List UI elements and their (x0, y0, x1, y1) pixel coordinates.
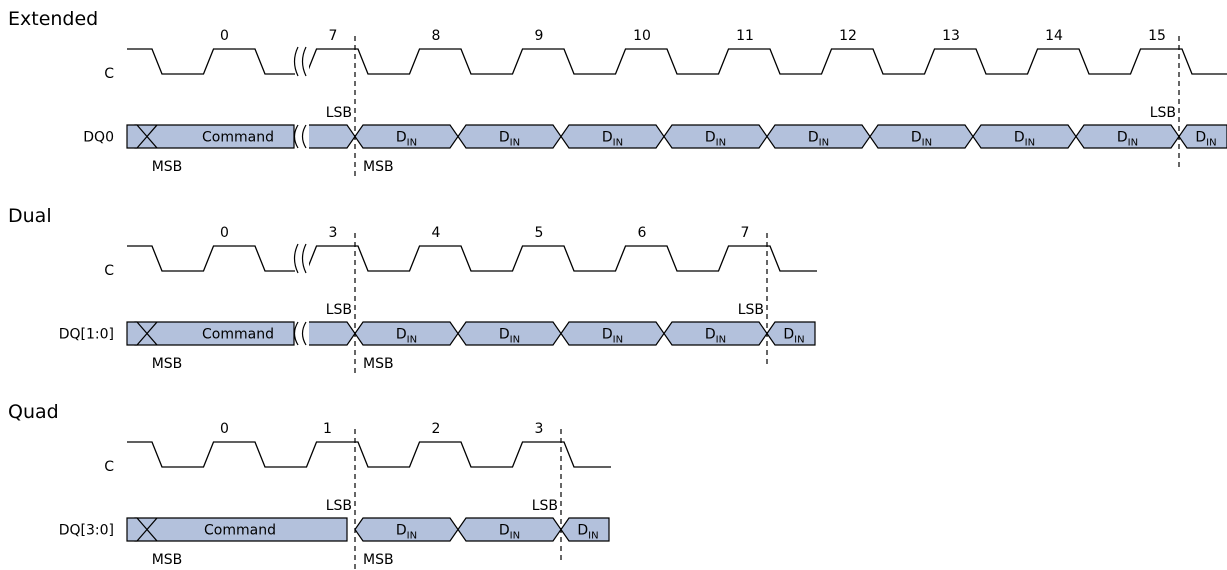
din-label: DIN (1014, 130, 1035, 149)
msb-label: MSB (363, 356, 394, 372)
lsb-label: LSB (326, 302, 352, 318)
lsb-label: LSB (326, 105, 352, 121)
lsb-label: LSB (738, 302, 764, 318)
msb-label: MSB (152, 552, 183, 568)
cycle-number: 3 (535, 421, 544, 437)
clock-break-marker (293, 46, 299, 77)
clock-break-marker (301, 46, 307, 77)
diagram-title: Quad (8, 401, 59, 423)
data-in-segment (766, 321, 816, 346)
cycle-number: 0 (220, 225, 229, 241)
msb-label: MSB (152, 159, 183, 175)
bus-lead (126, 517, 148, 542)
post-break-segment (307, 124, 356, 149)
diagram-title: Dual (8, 205, 52, 227)
bus-crossing (146, 517, 158, 542)
cycle-number: 8 (432, 28, 441, 44)
data-in-segment (1178, 124, 1227, 149)
cycle-number: 1 (323, 421, 332, 437)
din-label: DIN (808, 130, 829, 149)
bus-crossing (146, 321, 158, 346)
din-label: DIN (911, 130, 932, 149)
cycle-number: 10 (633, 28, 651, 44)
data-label: DQ[1:0] (59, 327, 114, 343)
cycle-number: 15 (1148, 28, 1166, 44)
din-label: DIN (602, 327, 623, 346)
lsb-label: LSB (532, 498, 558, 514)
msb-label: MSB (363, 552, 394, 568)
clock-break-marker (293, 243, 299, 274)
cycle-number: 7 (329, 28, 338, 44)
cycle-number: 14 (1045, 28, 1063, 44)
din-label: DIN (499, 327, 520, 346)
clock-waveform (127, 245, 817, 272)
cycle-number: 3 (329, 225, 338, 241)
clock-waveform (127, 48, 1227, 75)
bus-break-marker (293, 124, 299, 149)
cycle-number: 4 (432, 225, 441, 241)
cycle-number: 11 (736, 28, 754, 44)
data-label: DQ0 (83, 130, 114, 146)
clock-break-marker (301, 243, 307, 274)
din-label: DIN (499, 523, 520, 542)
lsb-label: LSB (326, 498, 352, 514)
din-label: DIN (396, 523, 417, 542)
bus-lead (126, 321, 148, 346)
din-label: DIN (499, 130, 520, 149)
cycle-number: 0 (220, 421, 229, 437)
diagram-title: Extended (8, 8, 98, 30)
din-label: DIN (1195, 130, 1216, 149)
din-label: DIN (705, 327, 726, 346)
cycle-number: 12 (839, 28, 857, 44)
data-in-segment (560, 517, 610, 542)
cycle-number: 9 (535, 28, 544, 44)
cycle-number: 2 (432, 421, 441, 437)
clock-label: C (104, 66, 114, 82)
bus-break-marker (301, 321, 307, 346)
din-label: DIN (705, 130, 726, 149)
clock-label: C (104, 459, 114, 475)
cycle-number: 6 (638, 225, 647, 241)
cycle-number: 5 (535, 225, 544, 241)
din-label: DIN (783, 327, 804, 346)
lsb-label: LSB (1150, 105, 1176, 121)
command-label: Command (204, 523, 276, 539)
msb-label: MSB (152, 356, 183, 372)
command-label: Command (202, 130, 274, 146)
cycle-number: 13 (942, 28, 960, 44)
din-label: DIN (396, 327, 417, 346)
bus-lead (126, 124, 148, 149)
din-label: DIN (577, 523, 598, 542)
clock-waveform (127, 441, 611, 468)
cycle-number: 0 (220, 28, 229, 44)
bus-break-marker (301, 124, 307, 149)
command-label: Command (202, 327, 274, 343)
msb-label: MSB (363, 159, 394, 175)
bus-crossing (146, 124, 158, 149)
din-label: DIN (396, 130, 417, 149)
bus-break-marker (293, 321, 299, 346)
post-break-segment (307, 321, 356, 346)
cycle-number: 7 (741, 225, 750, 241)
data-label: DQ[3:0] (59, 523, 114, 539)
clock-label: C (104, 263, 114, 279)
din-label: DIN (602, 130, 623, 149)
din-label: DIN (1117, 130, 1138, 149)
